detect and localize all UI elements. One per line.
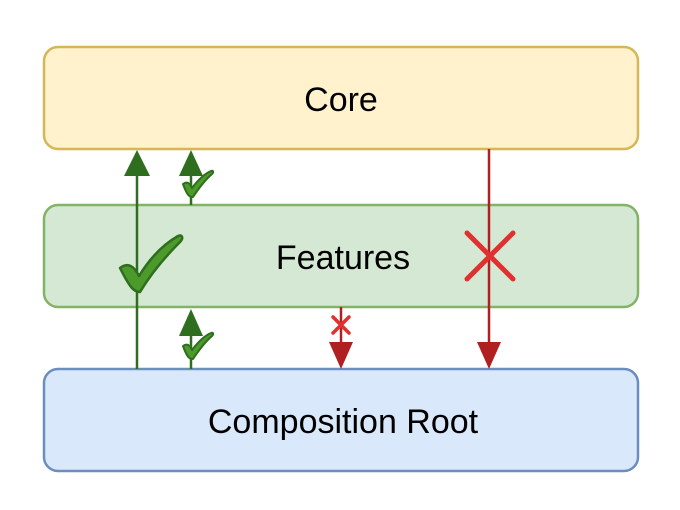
composition-root-layer-label: Composition Root — [208, 403, 479, 441]
dependency-core-to-root — [464, 149, 516, 369]
small-check-icon — [182, 169, 215, 198]
features-layer: Features — [42, 203, 640, 309]
core-layer-label: Core — [304, 81, 378, 119]
features-layer-label: Features — [276, 239, 410, 277]
dependency-root-to-core — [118, 150, 184, 369]
composition-root-layer: Composition Root — [42, 367, 640, 473]
dependency-root-to-features — [179, 309, 215, 369]
core-layer: Core — [42, 45, 640, 151]
dependency-features-to-root — [329, 307, 353, 369]
large-cross-icon — [464, 230, 516, 282]
small-cross-icon — [331, 315, 351, 335]
dependency-features-to-core — [179, 150, 215, 205]
large-check-icon — [118, 234, 184, 294]
small-check-icon — [182, 331, 215, 360]
